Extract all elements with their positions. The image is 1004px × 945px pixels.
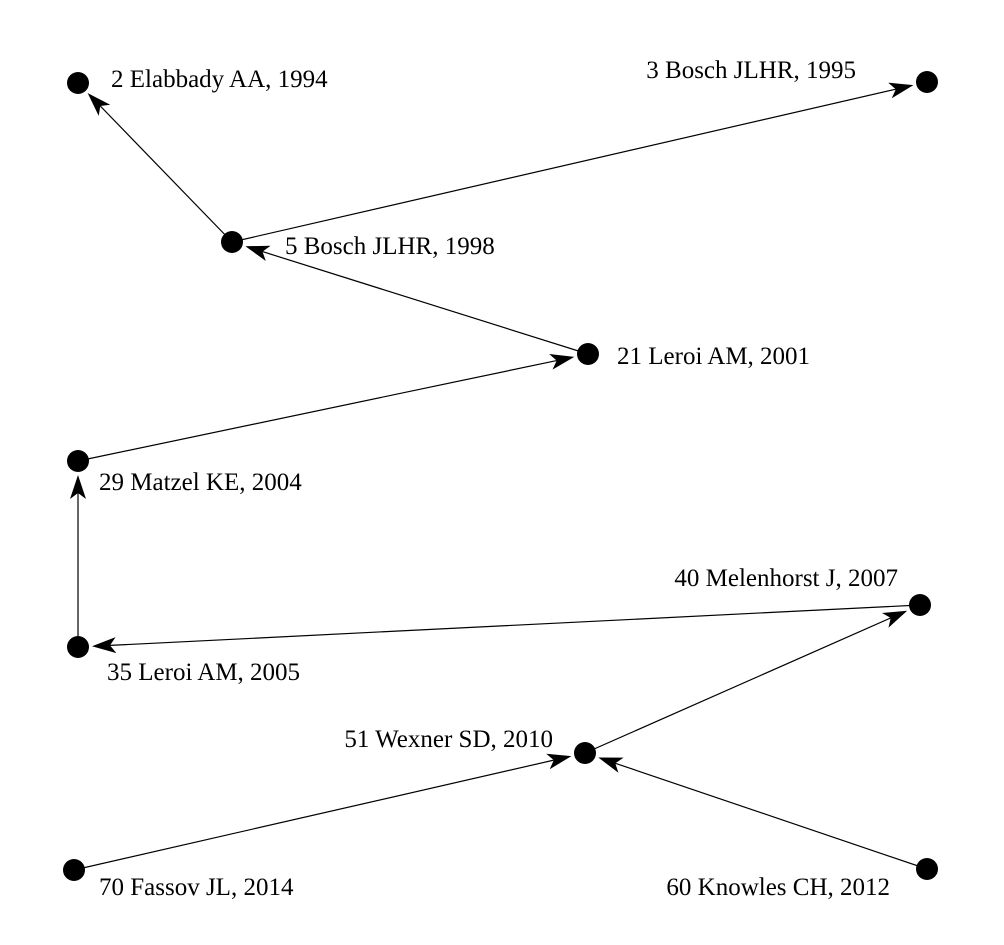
node-21[interactable] — [577, 343, 599, 365]
edges-layer — [70, 82, 928, 871]
node-label-60: 60 Knowles CH, 2012 — [666, 874, 890, 901]
node-2[interactable] — [67, 72, 89, 94]
node-label-29: 29 Matzel KE, 2004 — [99, 469, 302, 496]
arrowhead-60-to-51 — [598, 757, 624, 773]
node-label-40: 40 Melenhorst J, 2007 — [674, 565, 898, 592]
node-label-2: 2 Elabbady AA, 1994 — [111, 66, 328, 93]
arrowhead-5-to-2 — [87, 93, 111, 116]
node-label-70: 70 Fassov JL, 2014 — [99, 874, 294, 901]
edge-5-to-2 — [99, 105, 233, 243]
arrowhead-5-to-3 — [888, 82, 914, 99]
node-51[interactable] — [574, 742, 596, 764]
edge-60-to-51 — [615, 762, 928, 870]
node-label-35: 35 Leroi AM, 2005 — [107, 659, 300, 686]
node-label-21: 21 Leroi AM, 2001 — [617, 343, 810, 370]
node-3[interactable] — [916, 71, 938, 93]
edge-40-to-35 — [109, 604, 921, 647]
nodes-layer — [63, 71, 938, 881]
edge-70-to-51 — [73, 759, 554, 871]
arrowhead-35-to-29 — [70, 475, 86, 499]
arrowhead-70-to-51 — [546, 753, 572, 770]
edge-29-to-21 — [77, 359, 557, 462]
arrowhead-40-to-35 — [92, 637, 117, 654]
edge-21-to-5 — [262, 251, 589, 355]
node-35[interactable] — [67, 636, 89, 658]
edge-5-to-3 — [231, 88, 896, 243]
node-5[interactable] — [221, 231, 243, 253]
arrowhead-51-to-40 — [882, 610, 908, 628]
arrowhead-21-to-5 — [245, 245, 271, 261]
node-29[interactable] — [67, 450, 89, 472]
labels-layer: 2 Elabbady AA, 1994 3 Bosch JLHR, 1995 5 B… — [99, 57, 898, 901]
node-40[interactable] — [909, 594, 931, 616]
node-60[interactable] — [916, 858, 938, 880]
arrowhead-29-to-21 — [549, 354, 575, 370]
node-label-5: 5 Bosch JLHR, 1998 — [285, 233, 495, 260]
edge-51-to-40 — [584, 617, 891, 754]
node-label-51: 51 Wexner SD, 2010 — [344, 726, 553, 753]
node-70[interactable] — [63, 859, 85, 881]
node-label-3: 3 Bosch JLHR, 1995 — [646, 57, 856, 84]
